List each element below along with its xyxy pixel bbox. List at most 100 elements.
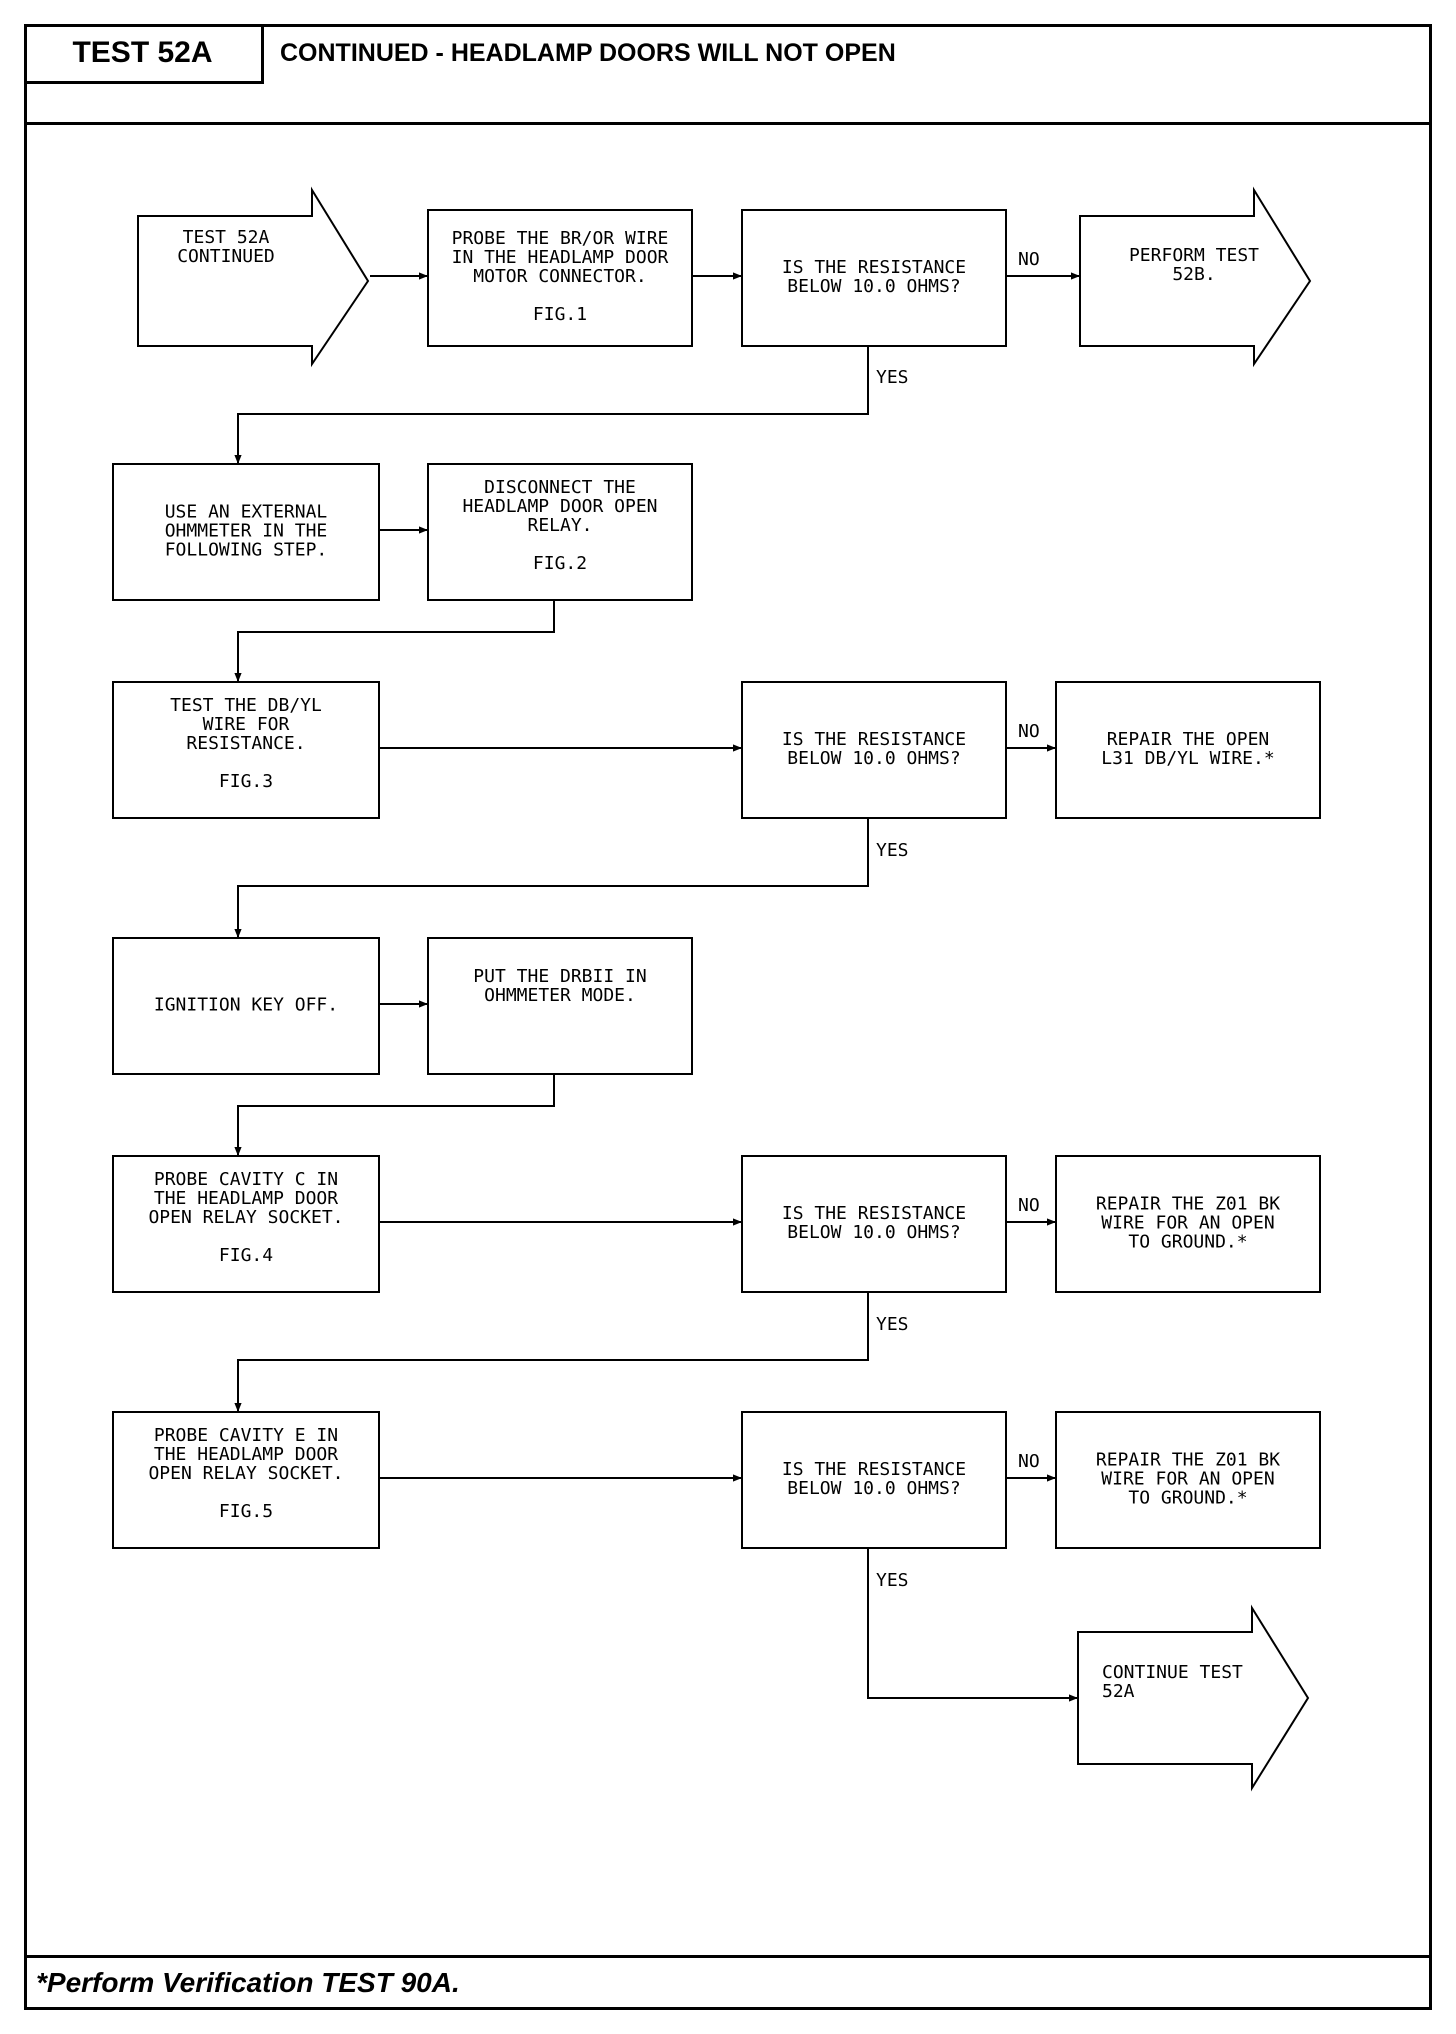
no-label-1: NO <box>1018 249 1040 270</box>
edge-decision-4-yes <box>867 1548 1078 1702</box>
footer-divider <box>24 1955 1432 1958</box>
repair-z01-b-box-text-line: REPAIR THE Z01 BK <box>1096 1450 1280 1471</box>
probe-cavity-e-box-text-line: FIG.5 <box>219 1501 273 1522</box>
probe-cavity-e-box <box>112 1411 380 1549</box>
no-label-3: NO <box>1018 1195 1040 1216</box>
header-divider <box>24 122 1432 125</box>
drbii-mode-box <box>427 937 693 1075</box>
start-arrow-text-line: TEST 52A <box>183 227 270 248</box>
use-ohmmeter-box <box>112 463 380 601</box>
test-number-label: TEST 52A <box>24 24 264 84</box>
edge-decision-1-yes <box>234 346 869 464</box>
repair-z01-a-box-text-line: TO GROUND.* <box>1128 1232 1247 1253</box>
start-arrow <box>137 186 370 368</box>
test-dbyl-box-text-line: RESISTANCE. <box>186 733 305 754</box>
probe-br-or-box-text-line: MOTOR CONNECTOR. <box>473 266 646 287</box>
disconnect-relay-box-text-line: RELAY. <box>527 515 592 536</box>
use-ohmmeter-box-text-line: OHMMETER IN THE <box>165 521 328 542</box>
no-label-4: NO <box>1018 1451 1040 1472</box>
yes-label-4: YES <box>876 1570 909 1591</box>
drbii-mode-box-text-line: PUT THE DRBII IN <box>473 966 646 987</box>
decision-2-box-text-line: BELOW 10.0 OHMS? <box>787 748 960 769</box>
probe-cavity-e-box-text-line: THE HEADLAMP DOOR <box>154 1444 338 1465</box>
ignition-off-box-text-line: IGNITION KEY OFF. <box>154 995 338 1016</box>
edge-decision-2-yes <box>234 818 869 938</box>
probe-cavity-c-box-text-line: PROBE CAVITY C IN <box>154 1169 338 1190</box>
edge-disconnect-to-test <box>234 600 555 682</box>
repair-z01-b-box <box>1055 1411 1321 1549</box>
ignition-off-box <box>112 937 380 1075</box>
decision-1-box-text-line: IS THE RESISTANCE <box>782 257 966 278</box>
edge-drbii-to-probe-c <box>234 1074 555 1156</box>
repair-l31-box-text-line: REPAIR THE OPEN <box>1107 729 1270 750</box>
disconnect-relay-box <box>427 463 693 601</box>
probe-br-or-box <box>427 209 693 347</box>
perform-test-52b-arrow-text-line: PERFORM TEST <box>1129 245 1259 266</box>
decision-2-box-text-line: IS THE RESISTANCE <box>782 729 966 750</box>
no-label-2: NO <box>1018 721 1040 742</box>
drbii-mode-box-text-line: OHMMETER MODE. <box>484 985 636 1006</box>
repair-z01-a-box-text-line: WIRE FOR AN OPEN <box>1101 1213 1274 1234</box>
test-dbyl-box-text-line: WIRE FOR <box>203 714 290 735</box>
test-dbyl-box <box>112 681 380 819</box>
decision-1-box <box>741 209 1007 347</box>
use-ohmmeter-box-text-line: USE AN EXTERNAL <box>165 502 328 523</box>
yes-label-3: YES <box>876 1314 909 1335</box>
perform-test-52b-arrow-text-line: 52B. <box>1172 264 1215 285</box>
probe-cavity-e-box-text-line: OPEN RELAY SOCKET. <box>148 1463 343 1484</box>
probe-br-or-box-text-line: PROBE THE BR/OR WIRE <box>452 228 669 249</box>
decision-3-box <box>741 1155 1007 1293</box>
probe-cavity-c-box <box>112 1155 380 1293</box>
edge-decision-3-yes <box>234 1292 869 1412</box>
probe-cavity-c-box-text-line: OPEN RELAY SOCKET. <box>148 1207 343 1228</box>
repair-z01-a-box-text-line: REPAIR THE Z01 BK <box>1096 1194 1280 1215</box>
repair-z01-b-box-text-line: TO GROUND.* <box>1128 1488 1247 1509</box>
perform-test-52b-arrow <box>1079 186 1312 368</box>
repair-z01-a-box <box>1055 1155 1321 1293</box>
continue-test-52a-arrow-text-line: 52A <box>1102 1681 1135 1702</box>
disconnect-relay-box-text-line: HEADLAMP DOOR OPEN <box>462 496 657 517</box>
decision-1-box-text-line: BELOW 10.0 OHMS? <box>787 276 960 297</box>
decision-2-box <box>741 681 1007 819</box>
disconnect-relay-box-text-line: FIG.2 <box>533 553 587 574</box>
footer-note: *Perform Verification TEST 90A. <box>36 1967 460 1998</box>
yes-label-1: YES <box>876 367 909 388</box>
repair-l31-box <box>1055 681 1321 819</box>
decision-4-box-text-line: BELOW 10.0 OHMS? <box>787 1478 960 1499</box>
decision-4-box-text-line: IS THE RESISTANCE <box>782 1459 966 1480</box>
disconnect-relay-box-text-line: DISCONNECT THE <box>484 477 636 498</box>
yes-label-2: YES <box>876 840 909 861</box>
probe-cavity-c-box-text-line: FIG.4 <box>219 1245 273 1266</box>
test-dbyl-box-text-line: FIG.3 <box>219 771 273 792</box>
repair-z01-b-box-text-line: WIRE FOR AN OPEN <box>1101 1469 1274 1490</box>
probe-br-or-box-text-line: IN THE HEADLAMP DOOR <box>452 247 669 268</box>
repair-l31-box-text-line: L31 DB/YL WIRE.* <box>1101 748 1274 769</box>
continue-test-52a-arrow <box>1077 1604 1310 1792</box>
use-ohmmeter-box-text-line: FOLLOWING STEP. <box>165 540 328 561</box>
start-arrow-text-line: CONTINUED <box>177 246 275 267</box>
probe-cavity-c-box-text-line: THE HEADLAMP DOOR <box>154 1188 338 1209</box>
continue-test-52a-arrow-text-line: CONTINUE TEST <box>1102 1662 1243 1683</box>
decision-4-box <box>741 1411 1007 1549</box>
decision-3-box-text-line: IS THE RESISTANCE <box>782 1203 966 1224</box>
test-dbyl-box-text-line: TEST THE DB/YL <box>170 695 322 716</box>
probe-cavity-e-box-text-line: PROBE CAVITY E IN <box>154 1425 338 1446</box>
